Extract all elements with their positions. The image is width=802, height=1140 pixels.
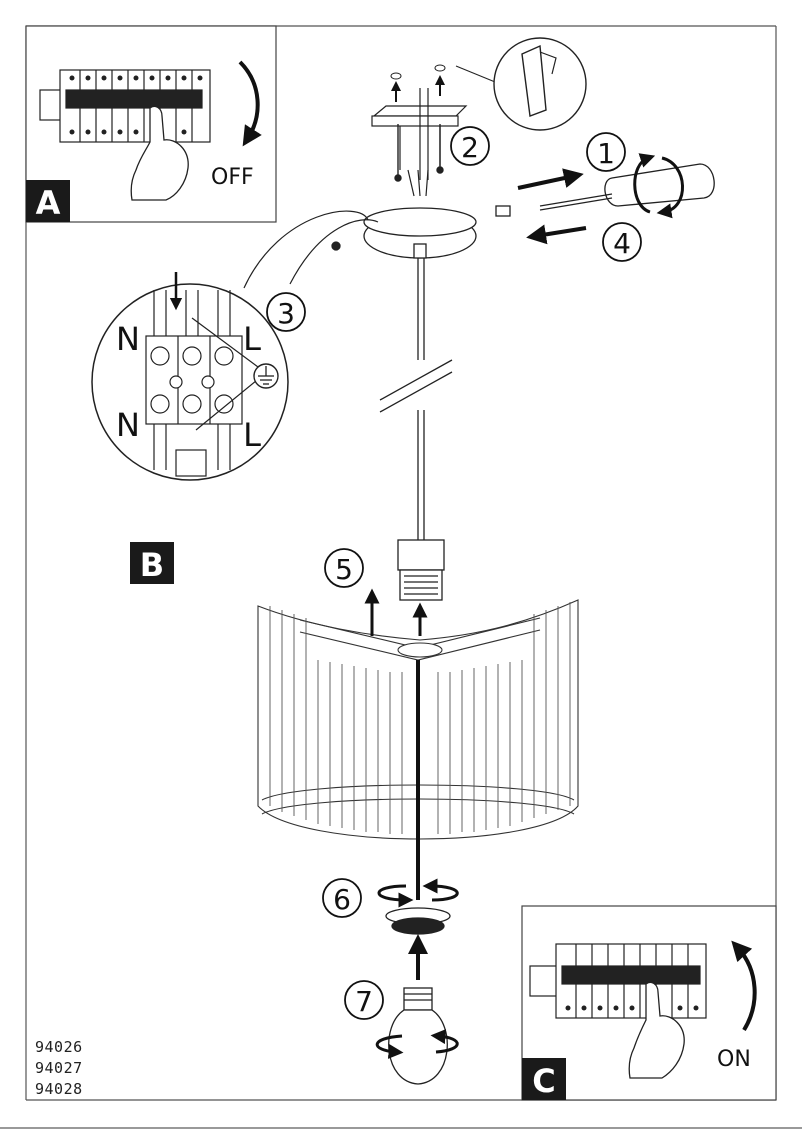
remove-arrow-icon (526, 224, 587, 245)
ring-rotate-arrow-icon (377, 884, 414, 908)
svg-text:6: 6 (333, 883, 351, 916)
step-2-marker: 2 (450, 126, 490, 166)
terminal-label-top-right: L (243, 320, 261, 358)
svg-text:1: 1 (597, 137, 615, 170)
on-label: ON (717, 1047, 751, 1072)
fuse-box-icon (39, 69, 211, 143)
step-1-marker: 1 (586, 132, 626, 172)
step-markers: 1 2 3 4 5 6 7 (266, 126, 642, 1020)
hand-icon (130, 105, 189, 201)
off-label: OFF (211, 165, 254, 190)
turn-off-arrow-icon (238, 60, 262, 147)
shade-ring (385, 907, 451, 935)
panel-c-letter: C (532, 1062, 555, 1100)
panel-c: ON C (521, 905, 777, 1101)
mounting-bracket (371, 88, 468, 197)
step-4-marker: 4 (602, 222, 642, 262)
step-7-marker: 7 (344, 980, 384, 1020)
svg-text:2: 2 (461, 131, 479, 164)
terminal-label-bottom-right: L (243, 416, 261, 454)
panel-b-letter: B (140, 546, 164, 584)
wall-plug-callout (455, 37, 587, 131)
fuse-box-icon (529, 943, 707, 1019)
rotate-arrow-icon (656, 156, 684, 219)
panel-a: OFF A (25, 25, 277, 223)
screwdriver-icon (495, 163, 715, 217)
hand-icon (628, 981, 685, 1079)
step-6-marker: 6 (322, 878, 362, 918)
wall-plug-icon (521, 44, 547, 117)
svg-text:7: 7 (355, 985, 373, 1018)
terminal-label-bottom-left: N (116, 406, 140, 444)
rotate-arrow-back-icon (633, 153, 656, 214)
light-bulb-icon (388, 987, 448, 1085)
ring-rotate-arrow-back-icon (422, 878, 459, 902)
insert-arrow-icon (517, 168, 584, 190)
lamp-holder (397, 539, 445, 601)
model-number: 94026 (35, 1038, 83, 1056)
terminal-block-callout: N L N L (91, 210, 379, 481)
step-5-marker: 5 (324, 548, 364, 588)
drill-arrow-icon (390, 64, 446, 102)
terminal-label-top-left: N (116, 320, 140, 358)
panel-a-letter: A (36, 184, 61, 222)
ceiling-canopy (331, 207, 477, 540)
bulb-rotate-arrow-icon (375, 1034, 404, 1059)
model-number: 94028 (35, 1080, 83, 1098)
turn-on-arrow-icon (731, 940, 757, 1032)
bulb-rotate-arrow-back-icon (430, 1029, 459, 1054)
step-3-marker: 3 (266, 292, 306, 332)
panel-b: B (130, 542, 174, 584)
svg-text:5: 5 (335, 553, 353, 586)
screw-icon (394, 124, 444, 182)
svg-text:4: 4 (613, 227, 631, 260)
model-number: 94027 (35, 1059, 83, 1077)
svg-text:3: 3 (277, 297, 295, 330)
